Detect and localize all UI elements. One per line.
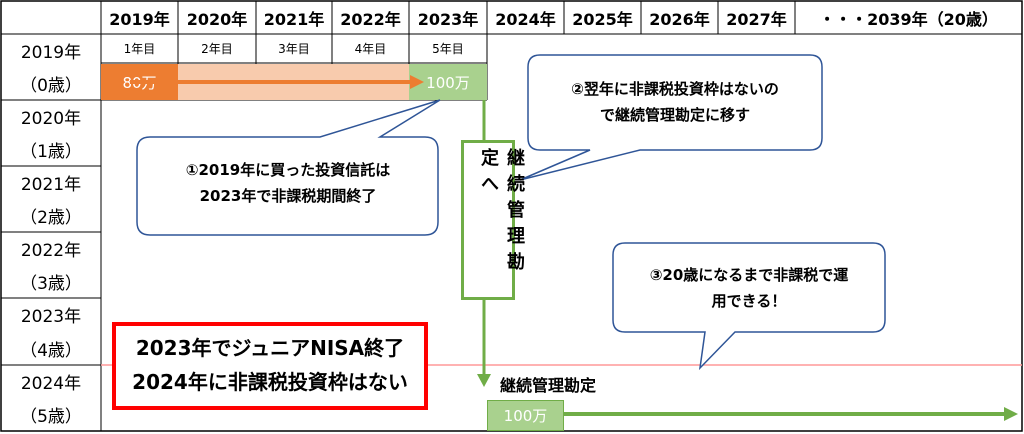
- header-year-2025: 2025年: [572, 9, 633, 29]
- transfer-box-text: 継続管理勘定へ: [478, 148, 525, 278]
- holding-year-5: 5年目: [432, 42, 464, 56]
- holding-year-4: 4年目: [354, 42, 387, 56]
- continued-arrow-head: [1004, 407, 1018, 421]
- bubble-3-line-1: ③20歳になるまで非課税で運: [649, 266, 849, 284]
- row-year-2024: 2024年: [20, 374, 82, 394]
- transfer-arrow-head: [477, 374, 491, 387]
- bubble-1-line-1: ①2019年に買った投資信託は: [185, 161, 391, 179]
- bubble-2-text: ②翌年に非課税投資枠はないの で継続管理勘定に移す: [530, 76, 820, 128]
- bubble-2-line-1: ②翌年に非課税投資枠はないの: [571, 80, 779, 98]
- holding-year-2: 2年目: [201, 42, 233, 56]
- row-age-5: （5歳）: [20, 407, 82, 427]
- row-year-2020: 2020年: [20, 109, 82, 129]
- header-year-2022: 2022年: [340, 9, 401, 29]
- row-age-2: （2歳）: [20, 208, 82, 228]
- bubble-1-text: ①2019年に買った投資信託は 2023年で非課税期間終了: [140, 157, 436, 209]
- callout-text: 2023年でジュニアNISA終了 2024年に非課税投資枠はない: [112, 331, 428, 399]
- transfer-box: [461, 140, 515, 300]
- row-age-1: （1歳）: [20, 142, 82, 162]
- row-age-0: （0歳）: [20, 76, 82, 96]
- holding-year-3: 3年目: [278, 42, 310, 56]
- callout-line-1: 2023年でジュニアNISA終了: [135, 336, 405, 360]
- bubble-1-shape: [136, 99, 441, 236]
- bubble-3-shape: [612, 242, 886, 371]
- continued-amount-bar: 100万: [487, 400, 564, 431]
- callout-line-2: 2024年に非課税投資枠はない: [132, 370, 408, 394]
- header-year-2020: 2020年: [186, 9, 248, 29]
- bubble-2-shape: [519, 54, 823, 181]
- holding-year-1: 1年目: [123, 42, 156, 56]
- bubble-2-line-2: で継続管理勘定に移す: [599, 106, 750, 124]
- bubble-3-text: ③20歳になるまで非課税で運 用できる！: [615, 262, 883, 314]
- row-age-3: （3歳）: [20, 274, 82, 294]
- row-year-2019: 2019年: [20, 43, 82, 63]
- header-year-2023: 2023年: [417, 9, 479, 29]
- continued-account-label: 継続管理勘定: [500, 376, 597, 395]
- row-year-2023: 2023年: [20, 307, 82, 327]
- row-age-4: （4歳）: [20, 340, 82, 361]
- bubble-1-line-2: 2023年で非課税期間終了: [199, 187, 377, 205]
- header-year-2027: 2027年: [726, 9, 787, 29]
- growth-arrow-head: [410, 75, 424, 89]
- header-year-2026: 2026年: [649, 9, 710, 29]
- callout-box: [112, 322, 428, 410]
- header-year-2039: ・・・2039年（20歳）: [819, 9, 998, 29]
- bubble-3-line-2: 用できる！: [711, 292, 787, 310]
- row-year-2022: 2022年: [20, 241, 82, 261]
- row-year-2021: 2021年: [20, 175, 82, 195]
- header-year-2024: 2024年: [495, 9, 556, 29]
- header-year-2019: 2019年: [109, 9, 170, 29]
- header-year-2021: 2021年: [263, 9, 325, 29]
